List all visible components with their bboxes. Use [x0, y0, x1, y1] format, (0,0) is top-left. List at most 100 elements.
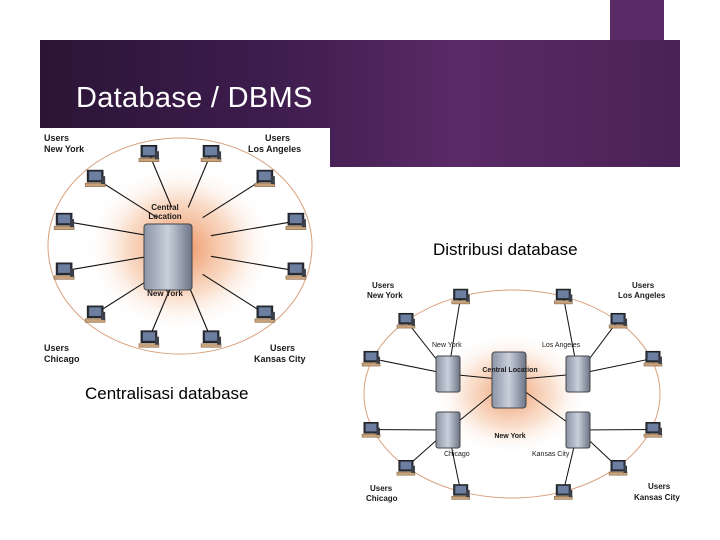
client-computer-icon — [84, 169, 106, 187]
d-label-kansas-city: Kansas City — [634, 493, 680, 502]
client-computer-icon — [361, 422, 381, 438]
label-users-new-york: Users — [44, 133, 69, 143]
server-label-chicago: Chicago — [444, 451, 470, 458]
centralized-network-svg: Central Location New York Users New York… — [44, 133, 313, 364]
screen-icon — [89, 171, 102, 181]
desk-icon — [254, 182, 276, 187]
distributed-client-pcs — [361, 288, 663, 500]
desk-icon — [200, 343, 222, 348]
screen-icon — [142, 332, 155, 341]
desk-icon — [643, 433, 663, 438]
tower-icon — [658, 427, 662, 435]
client-computer-icon — [643, 422, 663, 438]
screen-icon — [289, 214, 302, 224]
tower-icon — [270, 176, 275, 185]
tower-icon — [411, 465, 415, 473]
client-computer-icon — [643, 350, 663, 367]
label-los-angeles: Los Angeles — [248, 144, 301, 154]
tower-icon — [217, 336, 222, 345]
label-new-york: New York — [44, 144, 85, 154]
client-computer-icon — [53, 212, 75, 230]
screen-icon — [557, 485, 569, 494]
screen-icon — [455, 485, 467, 494]
screen-icon — [142, 146, 155, 156]
distributed-center-city: New York — [494, 433, 525, 440]
screen-icon — [365, 423, 377, 432]
screen-icon — [400, 314, 412, 323]
label-chicago: Chicago — [44, 354, 80, 364]
tower-icon — [466, 294, 470, 302]
distributed-network-svg: Central Location New York New York Los A… — [361, 281, 680, 503]
screen-icon — [612, 461, 624, 470]
label-users-kansas-city: Users — [270, 343, 295, 353]
client-computer-icon — [451, 484, 470, 500]
centralized-diagram: Central Location New York Users New York… — [40, 128, 330, 368]
spoke-line — [210, 220, 297, 237]
desk-icon — [396, 324, 416, 329]
distributed-diagram: Central Location New York New York Los A… — [340, 276, 690, 508]
tower-icon — [70, 219, 75, 228]
tower-icon — [154, 151, 159, 160]
client-computer-icon — [138, 330, 160, 348]
spoke-line — [202, 273, 266, 315]
screen-icon — [455, 290, 467, 299]
distributed-ring — [363, 289, 661, 499]
tower-icon — [101, 311, 106, 320]
client-computer-icon — [396, 460, 416, 476]
spoke-line — [63, 255, 150, 272]
desk-icon — [396, 471, 416, 476]
tower-icon — [568, 489, 573, 498]
spoke-line — [202, 177, 266, 219]
desk-icon — [84, 182, 106, 187]
server-kansas-city-icon — [565, 411, 591, 449]
d-label-chicago: Chicago — [366, 494, 398, 503]
screen-icon — [58, 214, 71, 224]
server-label-los-angeles: Los Angeles — [542, 342, 581, 349]
tower-icon — [623, 465, 628, 473]
central-server-label-1: Central — [151, 203, 179, 212]
client-computer-icon — [608, 460, 628, 476]
screen-icon — [205, 146, 218, 156]
desk-icon — [138, 158, 160, 163]
client-computer-icon — [361, 350, 381, 367]
screen-icon — [612, 314, 624, 323]
client-computer-icon — [138, 144, 160, 163]
spoke-line — [148, 153, 173, 208]
spoke-line — [187, 284, 212, 339]
desk-icon — [285, 275, 307, 280]
distributed-center-label: Central Location — [482, 367, 537, 374]
client-computer-icon — [53, 262, 75, 280]
screen-icon — [258, 307, 271, 316]
client-link-line — [370, 357, 449, 375]
tower-icon — [568, 294, 573, 302]
d-label-users-kansas-city: Users — [648, 482, 671, 491]
tower-icon — [154, 336, 159, 345]
spoke-line — [210, 255, 297, 272]
screen-icon — [89, 307, 102, 316]
screen-icon — [205, 332, 218, 341]
desk-icon — [554, 300, 573, 305]
desk-icon — [451, 300, 470, 305]
server-label-kansas-city: Kansas City — [532, 451, 570, 458]
spoke-line — [148, 284, 173, 339]
client-computer-icon — [84, 305, 106, 323]
tower-icon — [376, 427, 381, 435]
client-computer-icon — [254, 169, 276, 187]
client-computer-icon — [554, 484, 573, 500]
client-computer-icon — [285, 212, 307, 230]
central-client-pcs — [53, 144, 307, 348]
desk-icon — [608, 324, 628, 329]
server-label-new-york: New York — [432, 342, 462, 349]
client-computer-icon — [285, 262, 307, 280]
spoke-line — [94, 177, 158, 219]
d-label-users-chicago: Users — [370, 484, 393, 493]
desk-icon — [643, 362, 663, 367]
client-computer-icon — [200, 144, 222, 163]
d-label-users-new-york: Users — [372, 281, 395, 290]
server-chicago-icon — [435, 411, 461, 449]
slide-title: Database / DBMS — [76, 82, 313, 114]
tower-icon — [658, 356, 662, 364]
screen-icon — [289, 264, 302, 273]
tower-icon — [101, 176, 106, 185]
desk-icon — [84, 318, 106, 323]
